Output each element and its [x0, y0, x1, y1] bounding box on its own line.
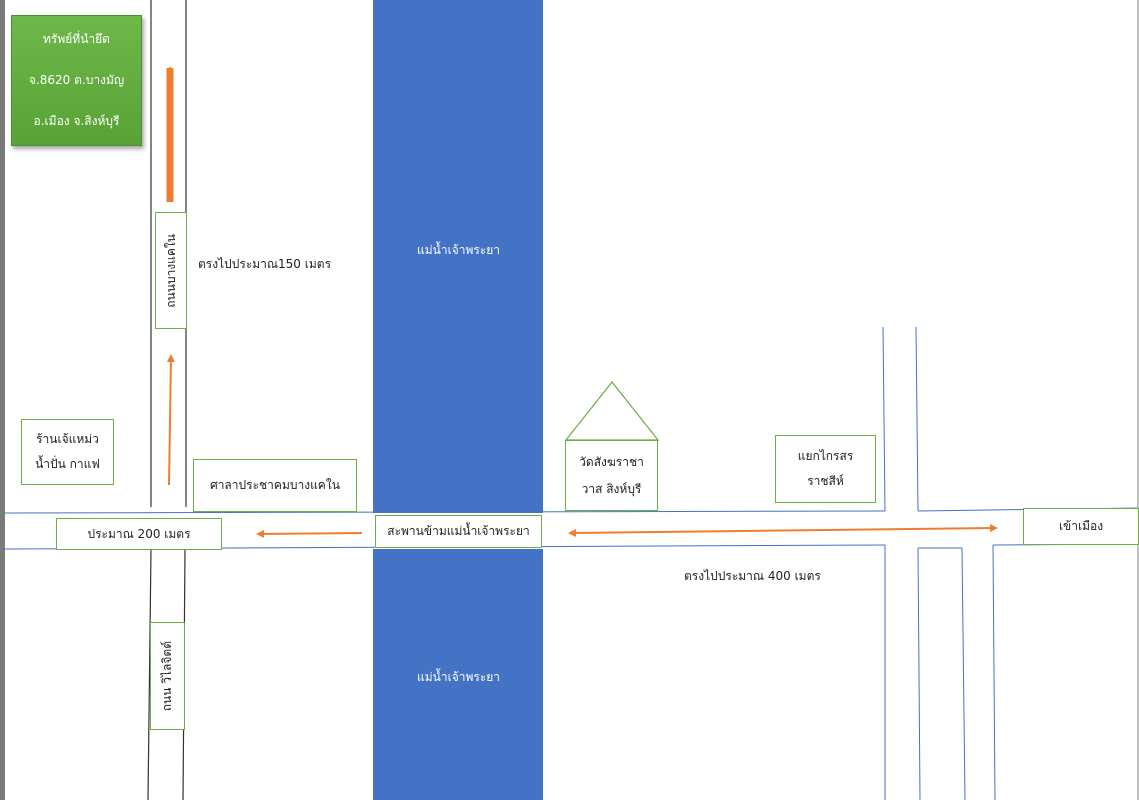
- east-road-a-left-north: [882, 326, 886, 512]
- intersection-line-2: ราชสีห์: [807, 474, 844, 488]
- title-line-2: จ.8620 ต.บางมัญ: [28, 73, 125, 87]
- road-name-bang-kae-nai-text: ถนนบางแคใน: [163, 233, 178, 308]
- to-city-label: เข้าเมือง: [1023, 508, 1139, 545]
- temple-line-2: วาส สิงห์บุรี: [581, 481, 642, 496]
- east-road-a-right-north: [915, 326, 919, 512]
- bridge-label-text: สะพานข้ามแม่น้ำเจ้าพระยา: [387, 524, 530, 538]
- west-road-left-edge-south: [147, 548, 152, 800]
- temple-box: วัดสังฆราชา วาส สิงห์บุรี: [565, 440, 658, 511]
- river-label-bottom: แม่น้ำเจ้าพระยา: [417, 670, 501, 684]
- arrow-two-way-east: [568, 524, 998, 537]
- east-road-b-left: [961, 547, 966, 800]
- intersection-box: แยกไกรสร ราชสีห์: [775, 435, 876, 503]
- road-name-bang-kae-nai: ถนนบางแคใน: [155, 212, 187, 329]
- bridge-label: สะพานข้ามแม่น้ำเจ้าพระยา: [375, 515, 542, 548]
- intersection-line-1: แยกไกรสร: [797, 449, 854, 463]
- river-label-top: แม่น้ำเจ้าพระยา: [417, 243, 501, 257]
- title-line-3: อ.เมือง จ.สิงห์บุรี: [33, 114, 120, 128]
- title-line-1: ทรัพย์ที่นำยึด: [43, 32, 110, 46]
- pavilion-text: ศาลาประชาคมบางแคใน: [210, 478, 340, 492]
- temple-line-1: วัดสังฆราชา: [579, 454, 644, 469]
- frame-right-edge: [1137, 0, 1139, 800]
- east-road-b-right: [992, 544, 996, 800]
- road-name-wilaijit: ถนน วิไลจิตต์: [150, 622, 185, 730]
- temple-roof: [564, 381, 660, 441]
- river-upper: [373, 0, 543, 513]
- east-road-a-right-south: [917, 547, 921, 800]
- river-lower: [373, 549, 543, 800]
- road-name-wilaijit-text: ถนน วิไลจิตต์: [160, 640, 174, 712]
- arrow-west: [256, 529, 363, 538]
- property-title-box: ทรัพย์ที่นำยึด จ.8620 ต.บางมัญ อ.เมือง จ…: [11, 15, 142, 146]
- label-straight-150: ตรงไปประมาณ150 เมตร: [198, 257, 332, 271]
- shop-line-1: ร้านเจ้แหม่ว: [36, 432, 99, 446]
- shop-line-2: น้ำปั่น กาแฟ: [35, 457, 100, 471]
- shop-box: ร้านเจ้แหม่ว น้ำปั่น กาแฟ: [21, 419, 114, 485]
- to-city-label-text: เข้าเมือง: [1058, 519, 1104, 533]
- label-approx-200-text: ประมาณ 200 เมตร: [87, 526, 191, 541]
- label-approx-200: ประมาณ 200 เมตร: [56, 518, 222, 550]
- main-road-top-edge: [4, 510, 886, 514]
- label-straight-400: ตรงไปประมาณ 400 เมตร: [684, 569, 821, 583]
- arrow-north-thin: [166, 354, 175, 486]
- pavilion-box: ศาลาประชาคมบางแคใน: [193, 459, 357, 512]
- frame-left-edge: [0, 0, 5, 800]
